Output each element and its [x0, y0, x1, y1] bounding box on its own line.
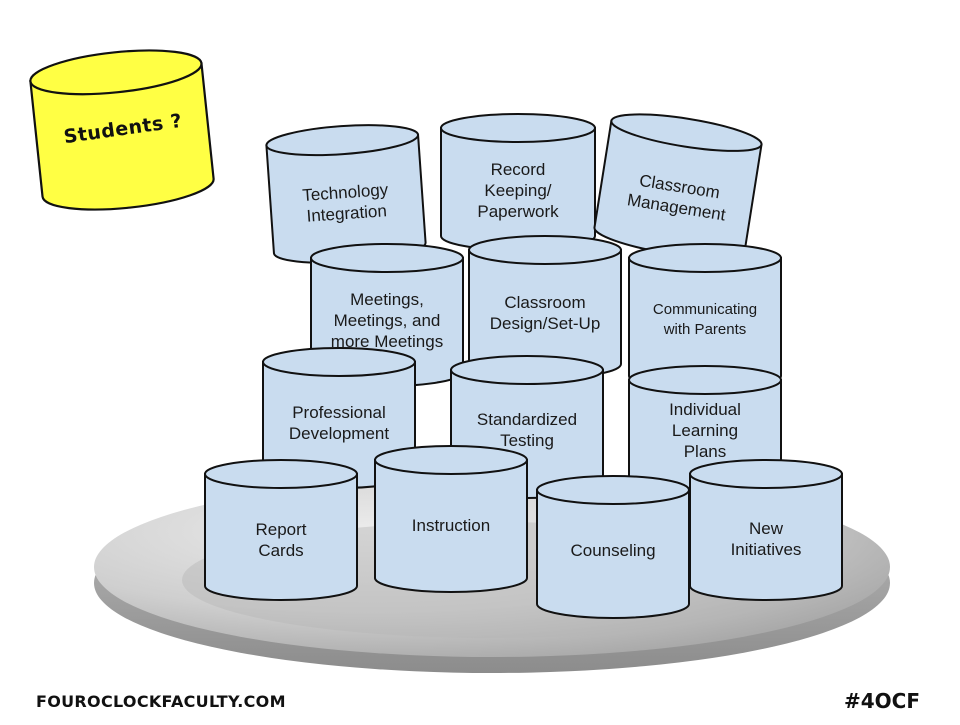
drum-communicating-parents	[628, 243, 782, 391]
drum-body	[536, 489, 690, 619]
drum-top	[204, 459, 358, 489]
drum-top	[610, 113, 763, 152]
drum-top	[374, 445, 528, 475]
drum-top	[450, 355, 604, 385]
drum-report-cards	[204, 459, 358, 601]
drum-instruction	[374, 445, 528, 593]
drum-body	[440, 127, 596, 251]
students-cylinder	[29, 49, 215, 211]
drum-record-keeping	[440, 113, 596, 251]
drum-technology-integration	[265, 124, 427, 264]
drum-top	[689, 459, 843, 489]
drum-top	[536, 475, 690, 505]
drum-top	[468, 235, 622, 265]
footer-hashtag: #4OCF	[843, 689, 920, 713]
drum-new-initiatives	[689, 459, 843, 601]
drum-top	[628, 365, 782, 395]
drum-top	[265, 124, 420, 157]
footer-website: FOUROCLOCKFACULTY.COM	[36, 692, 286, 711]
drum-body	[204, 473, 358, 601]
drum-counseling	[536, 475, 690, 619]
drum-body	[689, 473, 843, 601]
drum-classroom-management	[593, 113, 763, 259]
drum-body	[374, 459, 528, 593]
drum-top	[440, 113, 596, 143]
drum-top	[262, 347, 416, 377]
drum-top	[310, 243, 464, 273]
drums-layer	[204, 113, 843, 619]
drum-top	[628, 243, 782, 273]
